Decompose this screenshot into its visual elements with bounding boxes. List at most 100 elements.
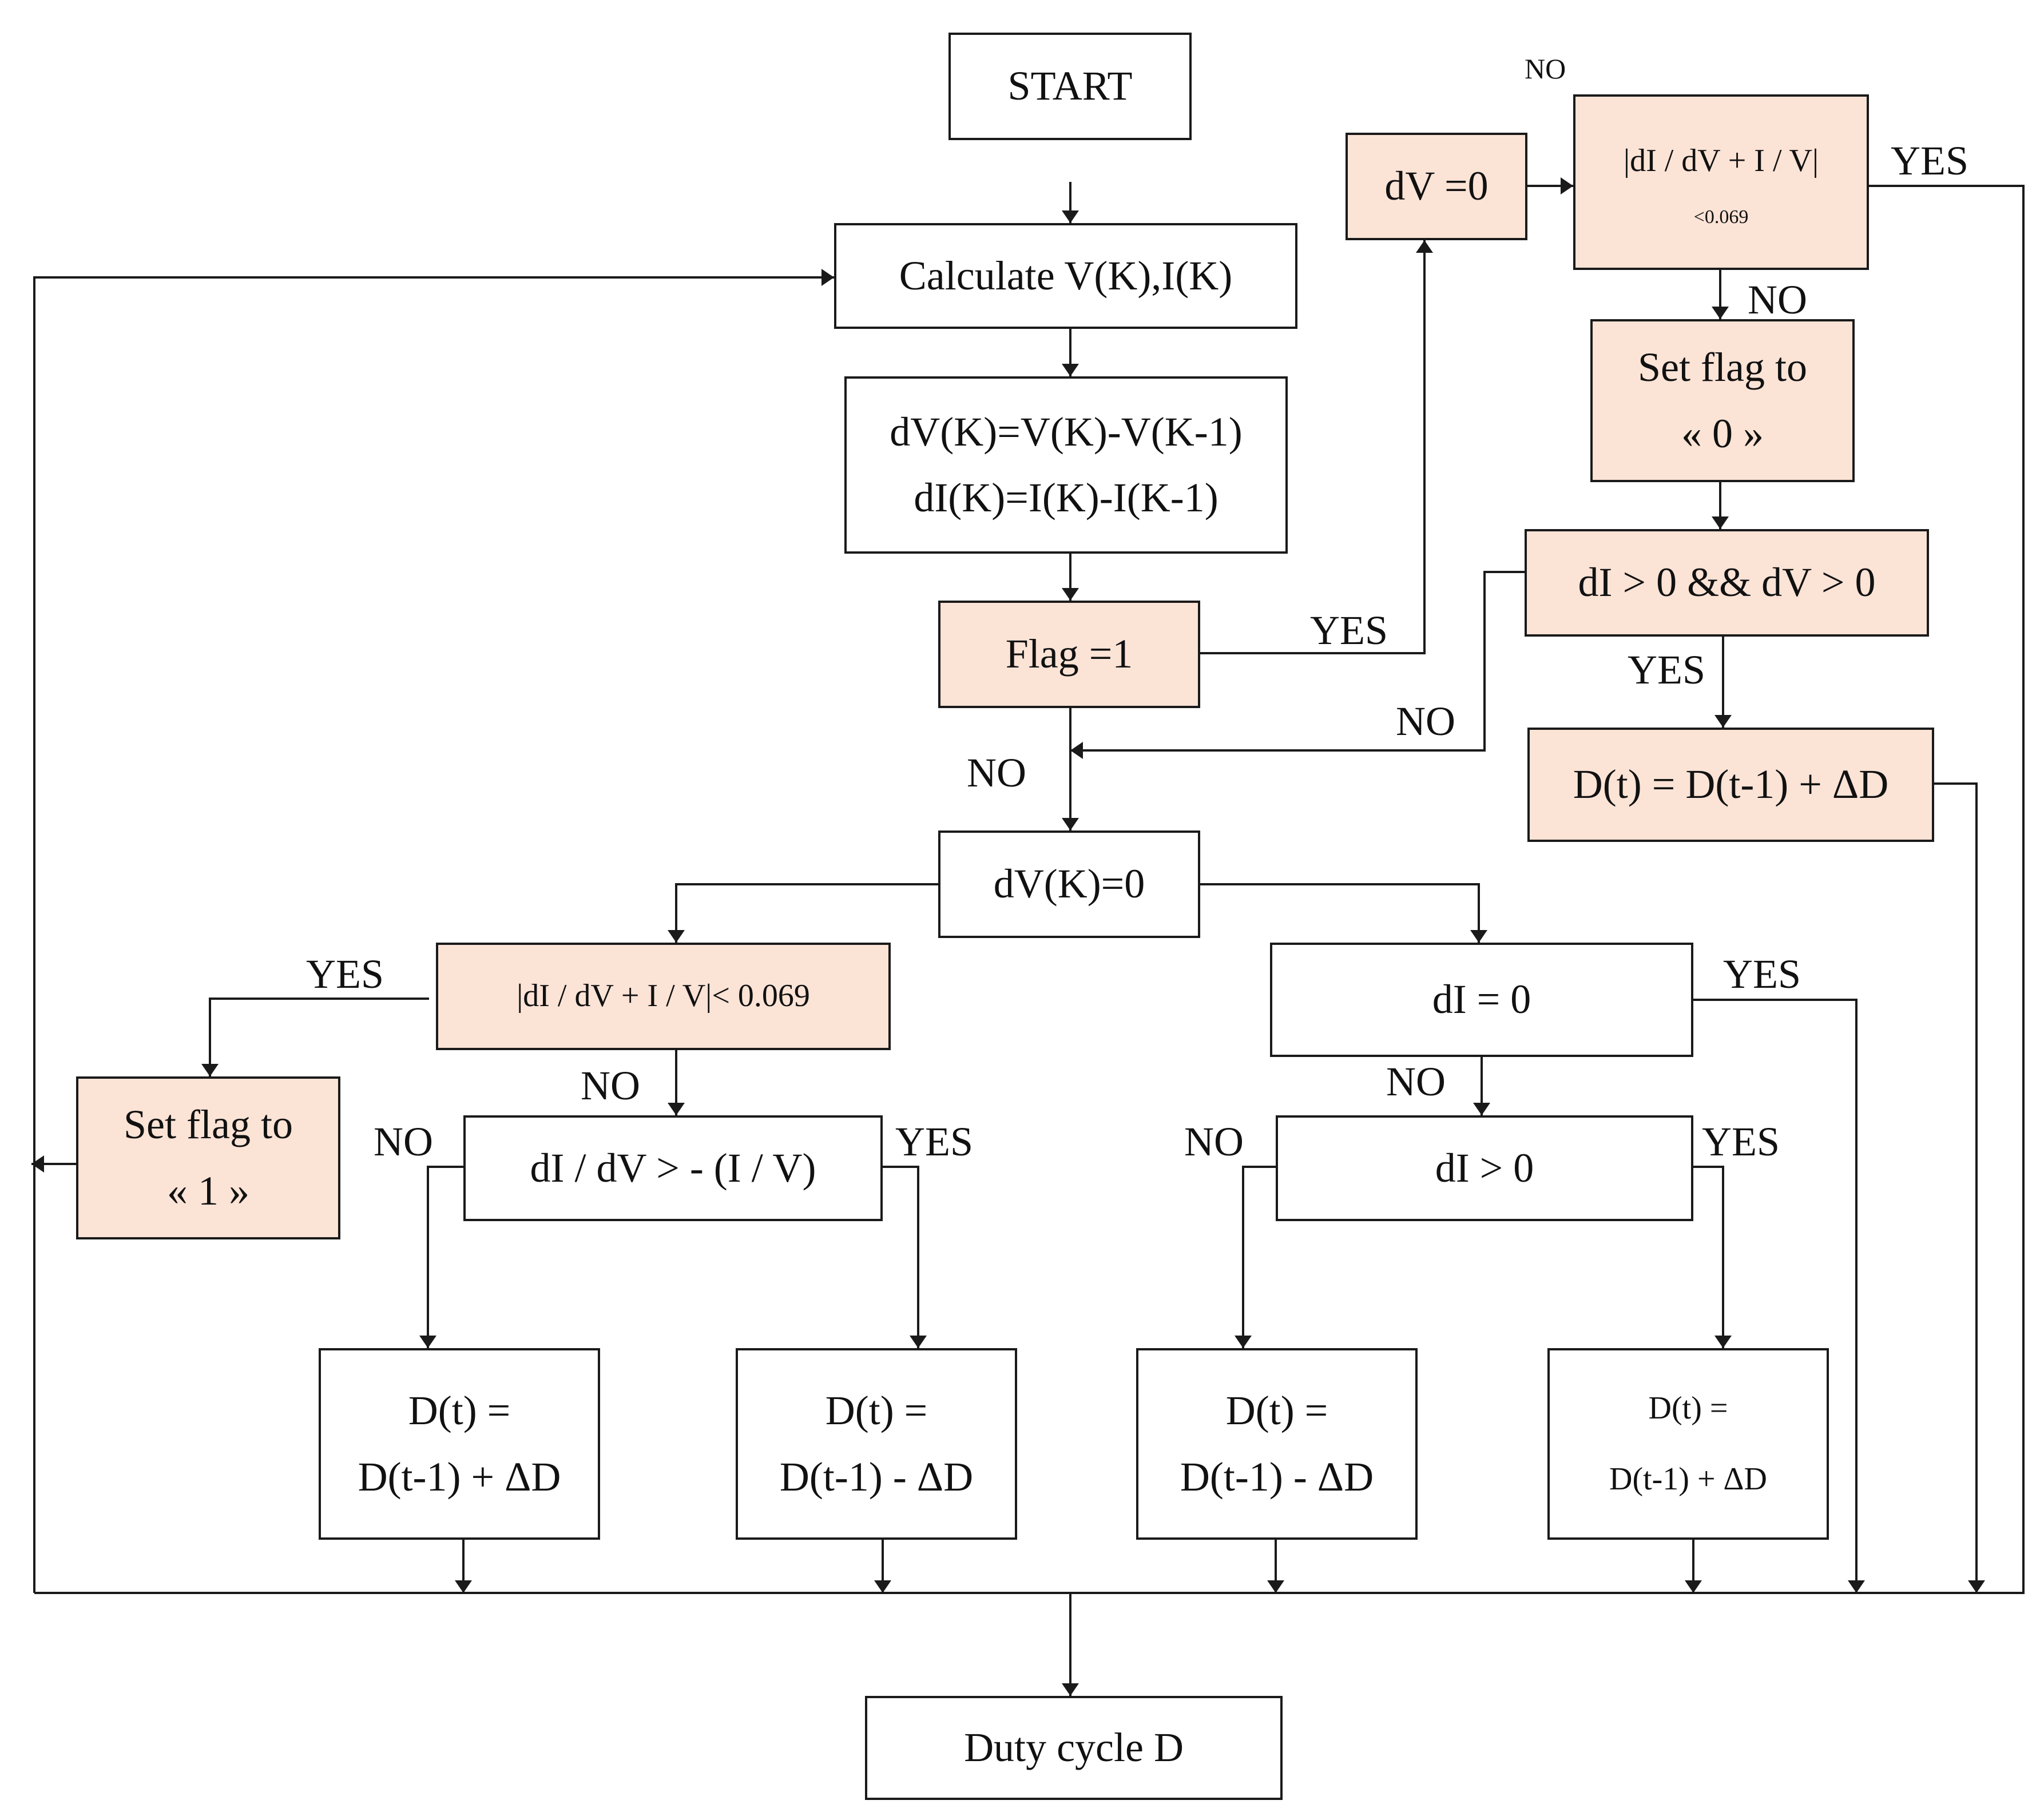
arrow-box2-out-head [874,1580,891,1593]
label-yes-flag: YES [1310,607,1388,653]
slope-decision: dI / dV > - (I / V) [463,1115,883,1221]
duty-eq-text-1: D(t) = [408,1388,511,1434]
label-no-flag: NO [967,750,1026,796]
left-threshold-decision: |dI / dV + I / V|< 0.069 [436,943,891,1050]
label-yes-slope: YES [895,1119,974,1165]
arrow-to-duty-cycle-head [1062,1683,1079,1696]
label-no-top: NO [1525,53,1566,85]
arrow-threshold-no-to-flag0-head [1712,307,1729,319]
top-threshold-text-2: <0.069 [1693,206,1749,228]
collector-and-top-yes-line [34,185,2025,1594]
arrow-delta-to-flag-head [1062,588,1079,601]
duty-minus-text-2: D(t-1) - ΔD [1180,1453,1374,1500]
start-text: START [1007,63,1133,109]
arrow-dizero-yes [1693,999,1858,1593]
dv-zero-top-decision: dV =0 [1346,133,1527,240]
arrow-dvk-no-to-dizero [1200,883,1480,943]
set-flag-1-text-2: « 1 » [167,1167,249,1214]
left-threshold-text: |dI / dV + I / V|< 0.069 [517,978,810,1014]
arrow-dvk-no-to-dizero-head [1470,930,1487,943]
top-threshold-decision: |dI / dV + I / V| <0.069 [1573,94,1869,270]
duty-plus-text-2: D(t-1) + ΔD [1609,1461,1767,1497]
set-flag-1-process: Set flag to « 1 » [76,1076,340,1239]
arrow-increase-top-out-head [1968,1580,1985,1593]
arrow-slope-no [427,1166,463,1348]
flag-check-text: Flag =1 [1005,631,1133,677]
arrow-dvk-yes-to-left-threshold [675,883,938,943]
arrow-slope-yes [883,1166,919,1348]
duty-eq-text-4: D(t) = [1648,1390,1728,1426]
arrow-flag-yes-to-dv0 [1200,240,1426,654]
arrow-dizero-yes-head [1848,1580,1865,1593]
di-dv-positive-decision: dI > 0 && dV > 0 [1525,529,1929,637]
dv-zero-top-text: dV =0 [1384,163,1489,209]
arrow-slope-no-head [419,1336,436,1348]
arrow-dipositive-no [1242,1166,1276,1348]
dvk-zero-text: dV(K)=0 [993,861,1145,907]
arrow-dipositive-yes [1693,1166,1724,1348]
calculate-vi-text: Calculate V(K),I(K) [899,252,1233,299]
duty-cycle-text: Duty cycle D [964,1724,1184,1771]
set-flag-0-text-2: « 0 » [1681,410,1764,456]
arrow-dizero-no-to-dipositive-head [1473,1103,1490,1115]
delta-i-text: dI(K)=I(K)-I(K-1) [914,475,1219,520]
arrow-dvk-yes-to-left-threshold-head [668,930,685,943]
set-flag-1-text-1: Set flag to [124,1102,293,1148]
label-yes-positive: YES [1628,647,1706,693]
arrow-positive-no-to-spine [1070,571,1525,752]
arrow-calc-to-delta-head [1062,364,1079,376]
arrow-flag-yes-to-dv0-head [1416,240,1433,253]
dvk-zero-decision: dV(K)=0 [938,830,1200,938]
delta-v-text: dV(K)=V(K)-V(K-1) [890,408,1243,455]
arrow-box4-out-head [1685,1580,1702,1593]
start-node: START [948,33,1192,140]
label-yes-di-positive: YES [1702,1119,1780,1165]
label-no-top-threshold: NO [1748,277,1807,323]
duty-increase-top-text: D(t) = D(t-1) + ΔD [1573,761,1889,808]
label-no-positive: NO [1396,698,1455,744]
label-no-left-threshold: NO [581,1063,640,1108]
arrow-dv0-to-threshold-head [1561,177,1573,194]
arrow-slope-yes-head [910,1336,927,1348]
arrow-positive-yes-to-increase-head [1714,715,1732,728]
arrow-return-to-calc-head [821,269,834,286]
arrow-box3-out-head [1267,1580,1284,1593]
label-no-di-zero: NO [1386,1059,1446,1104]
duty-decrease-box-2: D(t) = D(t-1) - ΔD [1136,1348,1418,1540]
flag-check-decision: Flag =1 [938,601,1200,708]
duty-increase-box-1: D(t) = D(t-1) + ΔD [319,1348,600,1540]
duty-eq-text-3: D(t) = [1225,1388,1328,1434]
arrow-left-threshold-yes-to-flag1-head [201,1064,219,1076]
duty-increase-box-2: D(t) = D(t-1) + ΔD [1547,1348,1829,1540]
duty-decrease-box-1: D(t) = D(t-1) - ΔD [736,1348,1017,1540]
delta-calc-node: dV(K)=V(K)-V(K-1) dI(K)=I(K)-I(K-1) [844,376,1288,554]
arrow-flag0-to-positive-head [1712,516,1729,529]
duty-eq-text-2: D(t) = [825,1388,928,1434]
arrow-increase-top-out [1934,782,1978,1593]
arrow-positive-no-to-spine-head [1070,742,1083,759]
arrow-left-threshold-yes-to-flag1 [209,998,429,1076]
set-flag-0-process: Set flag to « 0 » [1590,319,1855,482]
label-yes-di-zero: YES [1723,951,1801,997]
di-dv-positive-text: dI > 0 && dV > 0 [1578,559,1876,606]
calculate-vi-node: Calculate V(K),I(K) [834,223,1297,329]
duty-minus-text-1: D(t-1) - ΔD [779,1453,974,1500]
di-zero-decision: dI = 0 [1270,943,1693,1057]
arrow-flag-to-dvk-head [1062,818,1079,830]
arrow-left-threshold-no-to-slope-head [668,1103,685,1115]
slope-text: dI / dV > - (I / V) [530,1145,816,1191]
arrow-return-to-calc [33,276,834,1593]
arrow-start-to-calc-head [1062,210,1079,223]
label-no-slope: NO [374,1119,433,1165]
arrow-box1-out-head [455,1580,472,1593]
label-no-di-positive: NO [1184,1119,1244,1165]
duty-cycle-output-node: Duty cycle D [865,1696,1283,1800]
label-yes-top-threshold: YES [1891,138,1969,184]
set-flag-0-text-1: Set flag to [1638,344,1807,391]
di-zero-text: dI = 0 [1432,976,1531,1023]
di-positive-decision: dI > 0 [1276,1115,1693,1221]
top-threshold-text-1: |dI / dV + I / V| [1623,142,1819,178]
arrow-dipositive-yes-head [1714,1336,1732,1348]
